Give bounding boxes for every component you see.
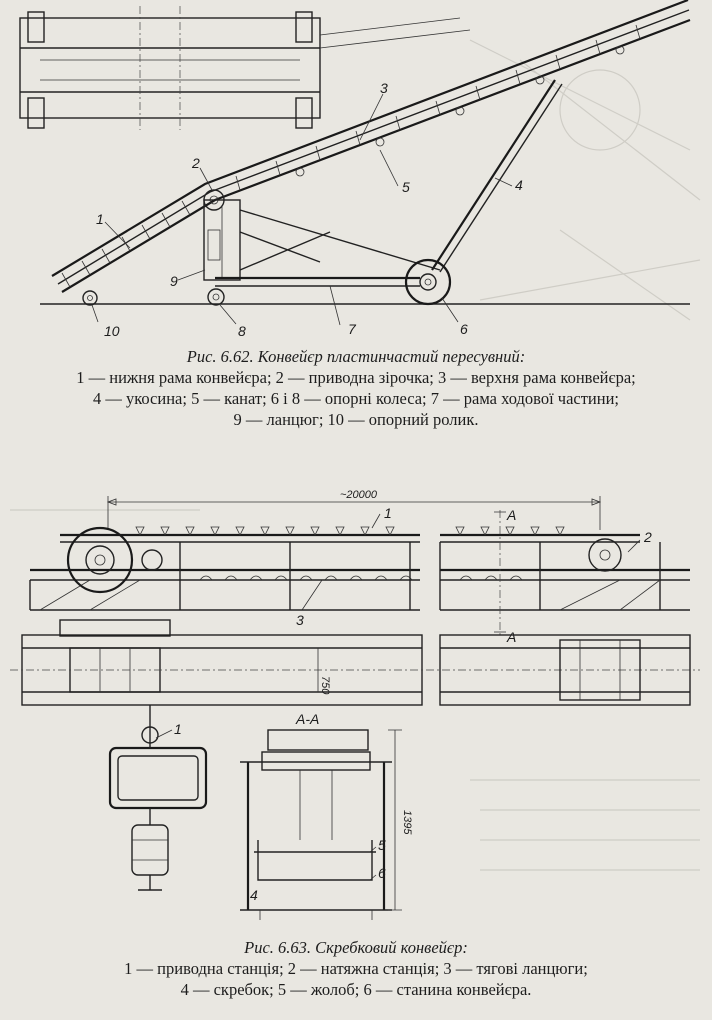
plan-view [10,619,700,706]
figure2-caption-title: Рис. 6.63. Скребковий конвейєр: [244,938,468,957]
callout-1: 1 [384,505,392,521]
figure-scraper-conveyor-drawing: ~20000 [0,480,712,930]
support-wheel-large [404,258,452,306]
callout-4: 4 [515,177,523,193]
undercarriage-frame [215,276,420,287]
dimension-length: ~20000 [340,489,378,501]
figure1-caption-line: 4 — укосина; 5 — канат; 6 і 8 — опорні к… [92,389,620,408]
figure-plate-conveyor-drawing: 1 2 3 4 5 6 7 8 9 10 [0,0,712,340]
side-elevation-right [439,526,690,611]
figure1-caption: Рис. 6.62. Конвейєр пластинчастий пересу… [0,346,712,430]
callout-4: 4 [250,887,258,903]
section-mark-top: A [506,507,516,523]
section-cut [494,510,506,635]
callout-7: 7 [348,321,357,337]
background-bleed [10,509,700,871]
figure2-caption-line: 4 — скребок; 5 — жолоб; 6 — станина конв… [180,980,532,999]
figure1-caption-title: Рис. 6.62. Конвейєр пластинчастий пересу… [186,347,526,366]
figure2-caption-line: 1 — приводна станція; 2 — натяжна станці… [124,959,588,978]
support-wheel-small [207,288,225,306]
section-title: A-A [295,711,319,727]
drive-sprocket [203,189,241,281]
callout-8: 8 [238,323,246,339]
plan-view-frame [19,6,471,130]
callout-6: 6 [460,321,468,337]
section-mark-bottom: A [506,629,516,645]
leader-lines [91,93,513,326]
cross-section-aa [240,729,402,920]
dimension-width: 750 [319,676,331,695]
length-dimension [106,496,602,530]
figure1-caption-line: 9 — ланцюг; 10 — опорний ролик. [233,410,479,429]
callout-10: 10 [104,323,120,339]
callout-1-detail: 1 [174,721,182,737]
callout-2: 2 [191,155,200,171]
boom-strut [239,79,563,273]
callout-2: 2 [643,529,652,545]
callout-3: 3 [380,80,388,96]
leader-lines [155,513,641,881]
callout-6: 6 [378,865,386,881]
callout-1: 1 [96,211,104,227]
figure1-caption-line: 1 — нижня рама конвейєра; 2 — приводна з… [76,368,636,387]
side-elevation-left [29,526,420,611]
dimension-height: 1395 [401,810,413,835]
support-roller [82,290,98,306]
callout-5: 5 [378,837,386,853]
background-bleed [469,39,701,321]
callout-3: 3 [296,612,304,628]
figure2-caption: Рис. 6.63. Скребковий конвейєр: 1 — прив… [0,937,712,1000]
callout-5: 5 [402,179,410,195]
drive-station-detail [108,705,208,891]
conveyor-body [51,0,691,293]
callout-9: 9 [170,273,178,289]
